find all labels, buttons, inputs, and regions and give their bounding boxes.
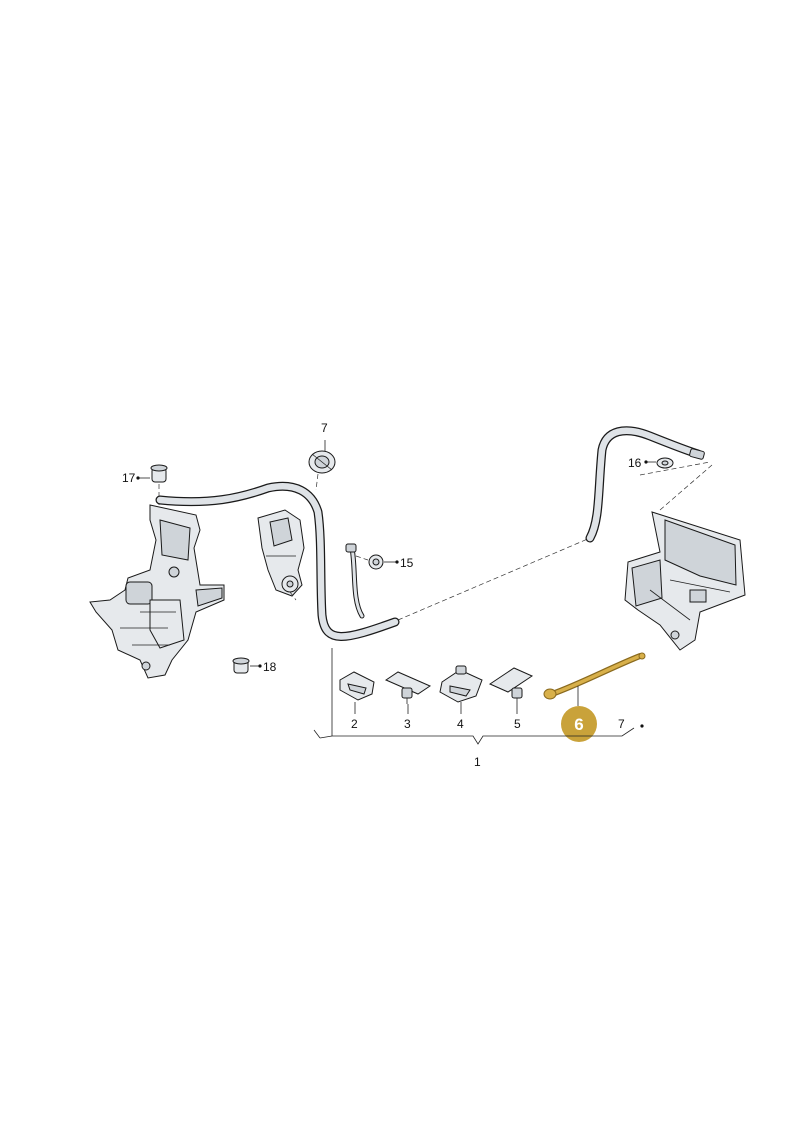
callout-16: 16 bbox=[628, 456, 642, 470]
callout-17: 17 bbox=[122, 471, 136, 485]
clip-5[interactable] bbox=[488, 667, 534, 699]
bushing-18[interactable] bbox=[232, 657, 250, 674]
selector-cable-2[interactable] bbox=[345, 543, 365, 619]
clip-16[interactable] bbox=[656, 457, 674, 469]
holder-2[interactable] bbox=[339, 671, 375, 701]
callout-15: 15 bbox=[400, 556, 414, 570]
callout-3: 3 bbox=[404, 717, 411, 731]
cable-bracket[interactable] bbox=[257, 509, 305, 597]
callout-2: 2 bbox=[351, 717, 358, 731]
callout-7-bottom: 7 bbox=[618, 717, 625, 731]
callout-7-top: 7 bbox=[321, 421, 328, 435]
connecting-rod-6[interactable] bbox=[543, 652, 646, 700]
clip-4[interactable] bbox=[439, 665, 483, 703]
selector-cable-1[interactable] bbox=[155, 481, 400, 641]
bushing-17[interactable] bbox=[150, 464, 168, 505]
transmission-bracket[interactable] bbox=[624, 511, 746, 651]
callout-18: 18 bbox=[263, 660, 277, 674]
callout-5: 5 bbox=[514, 717, 521, 731]
callout-badge-6[interactable]: 6 bbox=[561, 706, 597, 742]
callout-6: 6 bbox=[574, 715, 583, 734]
gear-selector-housing[interactable] bbox=[89, 504, 225, 679]
nut-15[interactable] bbox=[368, 554, 384, 570]
clip-3[interactable] bbox=[384, 671, 432, 704]
callout-4: 4 bbox=[457, 717, 464, 731]
selector-cable-right[interactable] bbox=[585, 426, 705, 543]
grommet-7[interactable] bbox=[308, 440, 336, 474]
assembly-bracket-1 bbox=[313, 648, 635, 745]
callout-1: 1 bbox=[474, 755, 481, 769]
